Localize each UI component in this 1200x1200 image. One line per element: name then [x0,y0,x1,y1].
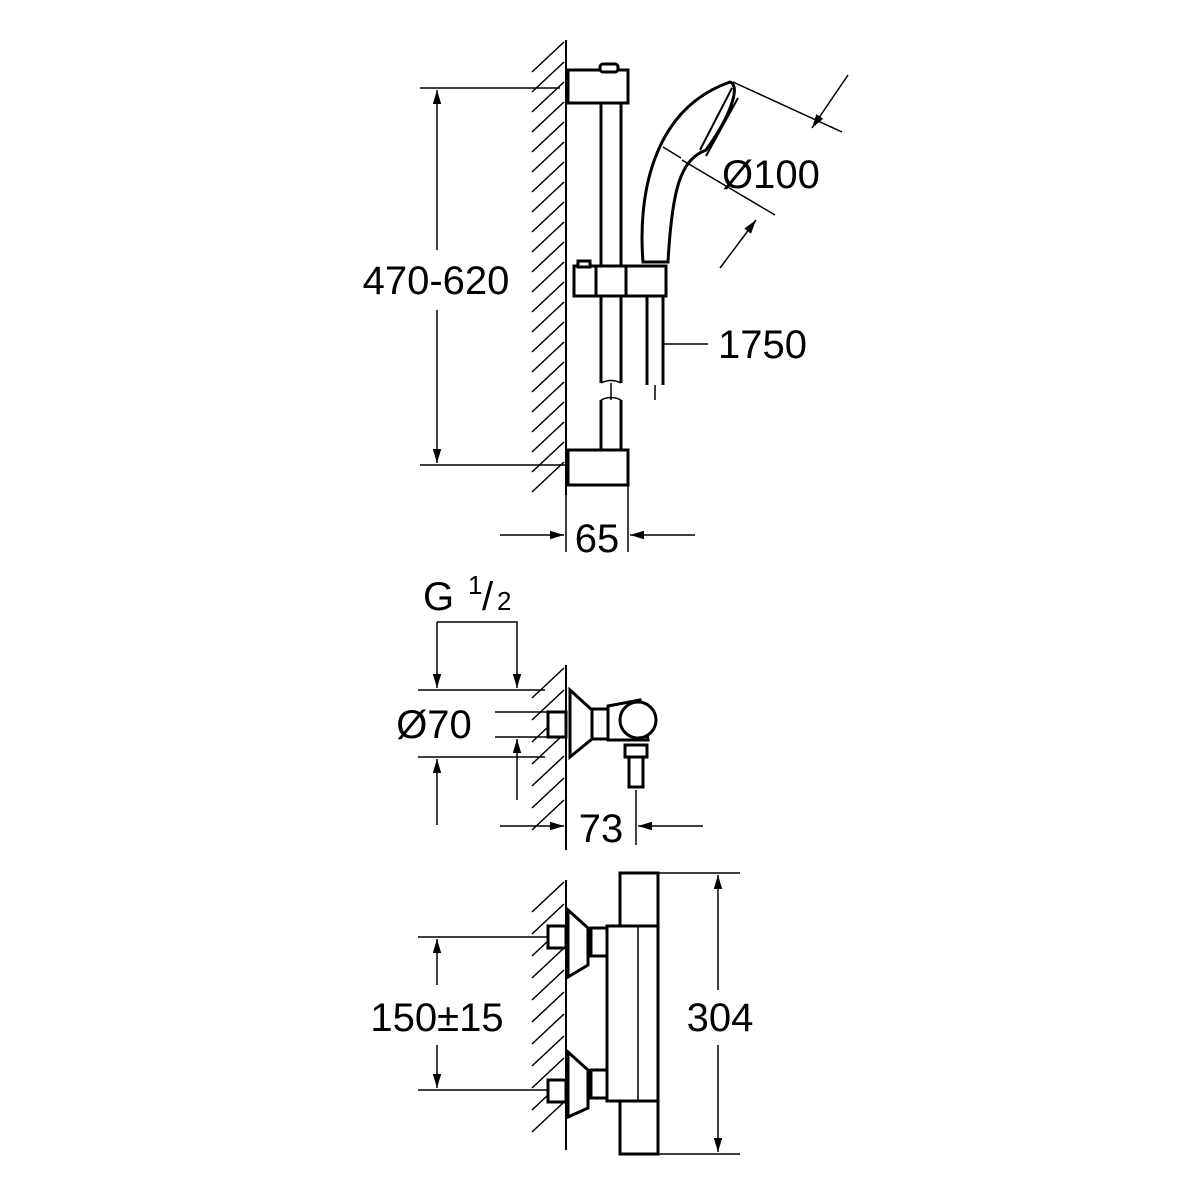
hatch-line [531,799,565,831]
rosette-diameter-dimension: Ø70 [396,703,472,747]
hatch-line [531,281,565,313]
connector-nut [590,707,610,741]
hatch-line [531,1057,565,1089]
slider-knob [572,264,598,298]
hatch-line [531,261,565,293]
outlet-nut [623,743,649,759]
hatch-line [531,1013,565,1045]
slider-holder [624,264,668,298]
hatch-line [531,733,565,765]
hatch-line [531,101,565,133]
hatch-line [531,81,565,113]
outlet-connector [627,755,645,789]
hatch-line [531,947,565,979]
hatch-line [531,1101,565,1133]
hatch-line [531,1035,565,1067]
inlet-nut [546,924,568,950]
hatch-line [531,201,565,233]
shower-rail-view: 470-620 Ø100 1750 65 [363,40,849,561]
rail-height-dimension: 470-620 [363,259,510,303]
valve-body-round [618,700,658,740]
hatch-line [531,361,565,393]
rail-break [600,379,622,401]
hatch-line [531,121,565,153]
hatch-line [531,441,565,473]
thread-slash: / [482,575,494,619]
hatch-line [531,903,565,935]
dimension-arrow [719,219,757,269]
rosette [568,686,594,761]
extension-line [732,81,843,133]
hatch-line [531,381,565,413]
thermostat-bottom-cap [618,1099,660,1156]
hatch-line [531,689,565,721]
hatch-line [531,755,565,787]
hose [645,297,665,385]
connector-nut [589,926,609,958]
hatch-line [531,969,565,1001]
rail-top-bracket [566,68,630,105]
extension-line [681,159,776,216]
upper-inlet [546,906,609,980]
rail-depth-dimension: 65 [575,517,620,561]
thread-numerator: 1 [468,570,482,600]
thread-leader [437,621,522,688]
rosette [566,906,590,980]
hatch-line [531,881,565,913]
thermostat-front-view: 150±15 304 [370,871,754,1156]
rail-bottom-bracket [566,448,630,487]
thermostat-top-cap [618,871,660,928]
hatch-line [531,301,565,333]
slider-body [594,264,628,298]
rosette [566,1048,590,1120]
hatch-line [531,61,565,93]
inlet-spacing-dimension: 150±15 [370,996,503,1040]
hatch-line [531,221,565,253]
hatch-line [531,401,565,433]
hatch-line [531,321,565,353]
hatch-line [531,161,565,193]
slider-button [576,259,592,269]
dimension-arrow [811,74,849,129]
hatch-line [531,141,565,173]
inlet-nut [546,710,568,739]
handshower-diameter-dimension: Ø100 [722,153,820,197]
wall-hatching [531,667,565,831]
lower-inlet [546,1048,609,1120]
thread-label: G [423,575,454,619]
shower-head-face [699,87,739,157]
projection-dimension: 73 [579,807,624,851]
hatch-line [531,991,565,1023]
hose-length-dimension: 1750 [718,323,807,367]
hatch-line [531,461,565,493]
valve-side-view: G 1 / 2 Ø70 73 [396,570,703,851]
hatch-line [531,41,565,73]
thread-denominator: 2 [497,586,511,616]
shower-head-edge [662,146,682,159]
wall-hatching [531,41,565,493]
hatch-line [531,341,565,373]
hatch-line [531,181,565,213]
body-height-dimension: 304 [687,996,754,1040]
hatch-line [531,667,565,699]
bracket-screw-cap [598,62,620,74]
hatch-line [531,421,565,453]
hatch-line [531,241,565,273]
rail-bar [599,103,623,450]
hatch-line [531,777,565,809]
inlet-nut [546,1078,568,1104]
connector-nut [589,1068,609,1100]
thermostat-body [605,924,660,1103]
